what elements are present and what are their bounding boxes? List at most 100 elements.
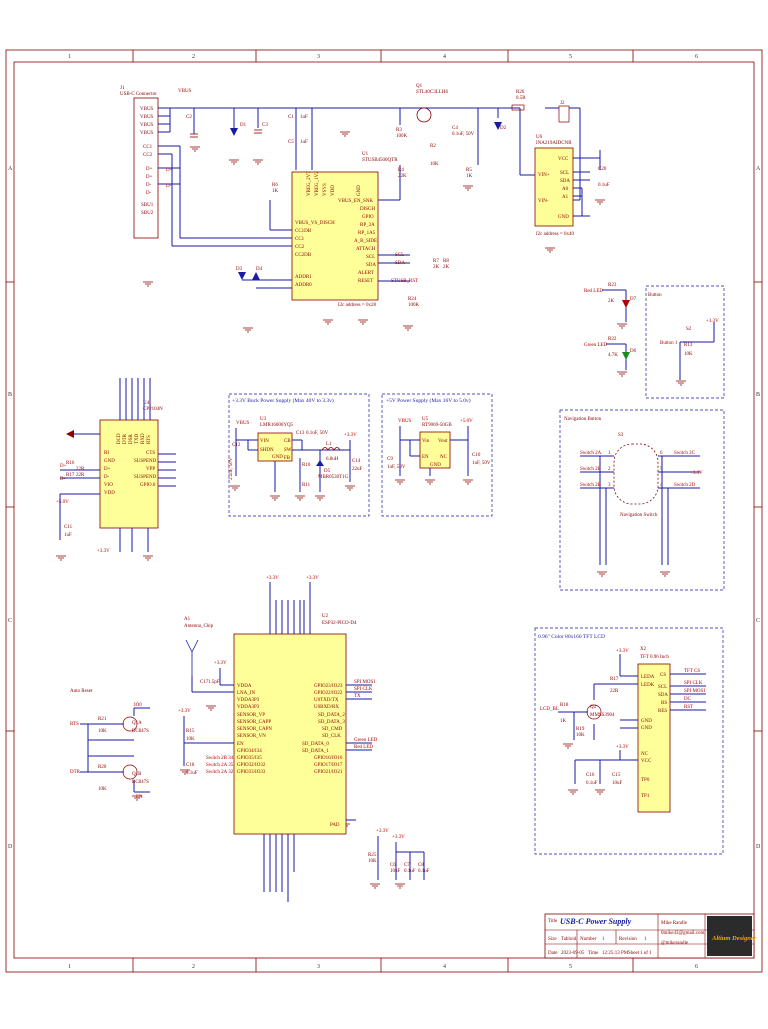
- u4-pin-rxd: RXD: [141, 433, 146, 444]
- r21-value: 10K: [98, 729, 107, 734]
- lcd-section: 0.96" Color 80x160 TFT LCD X2 TFT 0.96 I…: [534, 627, 724, 855]
- c11-label: C11: [64, 525, 73, 530]
- title-block: Title USB-C Power Supply Size Tabloid Nu…: [544, 913, 757, 959]
- button-vcc: +3.3V: [706, 319, 719, 324]
- zone-row-c-right: C: [756, 618, 760, 624]
- j1-ref: J1: [120, 86, 125, 91]
- r24-label: R24: [408, 297, 417, 302]
- j1-pin-b5: CC2: [143, 153, 153, 158]
- j1-pin-a4: VBUS: [140, 107, 154, 112]
- r16-value: 22R: [76, 467, 85, 472]
- x2-pin-tp1: TP1: [641, 794, 650, 799]
- u6-pin-vcc: VCC: [558, 157, 569, 162]
- d4-label: D4: [256, 267, 263, 272]
- u6-pin-vinp: VIN+: [538, 173, 550, 178]
- q1b-transistor: [122, 764, 138, 780]
- a1-ref: A1: [184, 617, 191, 622]
- zone-col-1-top: 1: [68, 54, 71, 60]
- x2-pin-gnd-b: GND: [641, 726, 652, 731]
- u4-pin-dsr: DSR: [129, 434, 134, 444]
- u2-pin-sensor-vn: SENSOR_VN: [237, 734, 266, 739]
- nav-frame: [559, 409, 725, 591]
- nav-net-2d: Switch 2D: [674, 483, 696, 488]
- dplus-net-label: D+: [166, 168, 173, 173]
- size-label: Size: [548, 937, 557, 942]
- nav-pin-6: 6: [660, 451, 663, 456]
- u6-pin-sda: SDA: [560, 179, 570, 184]
- decouple-vcc-net: +3.3V: [392, 835, 405, 840]
- x2-tft-module: [637, 663, 671, 813]
- r2-value: 10K: [430, 162, 439, 167]
- j1-pin-b7: D-: [146, 191, 152, 196]
- zone-col-2-top: 2: [192, 54, 195, 60]
- r22-value: 4.7K: [608, 353, 618, 358]
- nav-switch-label: Navigation Switch: [620, 513, 658, 518]
- u4-dminus-net: D-: [60, 477, 66, 482]
- c6-value: 10uF: [390, 869, 401, 874]
- zone-row-a-left: A: [8, 166, 13, 172]
- u1-top-pins: VREG_2V7 VREG_1V2 VSYS VDD GND: [307, 171, 362, 196]
- u2-esp32-chip: [233, 633, 347, 835]
- ground-symbols: [56, 131, 686, 889]
- d2-diode: [494, 122, 502, 130]
- r26-resistor: [511, 104, 525, 111]
- lcd-net-rst: RST: [684, 705, 693, 710]
- u1-right-pins: VBUS_EN_SNK DISCH GPIO RP_3A RP_1A5 A_B_…: [338, 199, 377, 284]
- u1-pin-cc1db: CC1DB: [295, 229, 312, 234]
- c20-label: C20: [598, 167, 607, 172]
- u2-pin-sensor-capn: SENSOR_CAPN: [237, 727, 272, 732]
- number-value: 1: [602, 937, 605, 942]
- r13-label: R13: [684, 343, 693, 348]
- r16-label: R16: [66, 461, 75, 466]
- u2-pin-gpio21: GPIO21/IO21: [314, 770, 343, 775]
- u4-vcc2-net: +3.3V: [97, 549, 110, 554]
- l1-label: L1: [326, 442, 332, 447]
- decouple-wires: [377, 836, 425, 880]
- u3-pin-fb: FB: [284, 456, 291, 461]
- q1-part: STL40C3LLH6: [416, 90, 448, 95]
- u1-scl-net: SCL: [395, 253, 404, 258]
- zone-col-4-top: 4: [443, 54, 446, 60]
- r6-value: 1K: [272, 189, 279, 194]
- x2-part: TFT 0.96 Inch: [640, 655, 669, 660]
- u1-pin-gnd: GND: [357, 185, 362, 196]
- u1-pin-vbus-vs: VBUS_VS_DISCH: [295, 221, 335, 226]
- r15-vcc-net: +3.3V: [178, 709, 191, 714]
- nav-pin-2: 2: [608, 467, 611, 472]
- zone-row-b-right: B: [756, 392, 760, 398]
- a1-name: Antenna_Chip: [184, 624, 214, 629]
- zone-labels: 1 2 3 4 5 6 1 2 3 4 5 6 A B C D A B C D: [8, 54, 761, 970]
- button-title: Button: [648, 293, 662, 298]
- c8-value: 0.1uF: [418, 869, 430, 874]
- r17-lcd-label: R17: [610, 677, 619, 682]
- u1-pin-vsys: VSYS: [323, 183, 328, 196]
- u5-pin-nc: NC: [440, 455, 448, 460]
- r26-value: 0.5R: [516, 96, 526, 101]
- author-email: 0mike43@gmail.com: [661, 931, 704, 936]
- altium-logo-text: Altium Designer: [711, 935, 757, 942]
- r25-vcc-net: +3.3V: [376, 829, 389, 834]
- u4-pin-suspend-n: SUSPEND: [134, 475, 157, 480]
- u2-pin-gpio34: GPIO34/I34: [237, 749, 262, 754]
- c13-value: 0.1uF, 50V: [306, 431, 329, 436]
- altium-logo: [707, 916, 752, 956]
- j1-pin-a6: D+: [146, 167, 153, 172]
- c9-value: 1uF, 50V: [387, 465, 406, 470]
- q1-label: Q1: [416, 84, 423, 89]
- x2-pin-ledk: LEDK: [641, 683, 655, 688]
- vbus-net-label: VBUS: [178, 89, 192, 94]
- u5-pin-vin: Vin: [422, 439, 430, 444]
- u3-pin-gnd: GND: [272, 455, 283, 460]
- ldo5v-section: +5V Power Supply (Max 16V to 5.0v) U5 RT…: [381, 393, 493, 517]
- r17-lcd-value: 22R: [610, 689, 619, 694]
- buck-title: +3.3V Buck Power Supply (Max 40V to 3.3v…: [232, 397, 334, 404]
- nav-title: Navigation Button: [564, 417, 602, 422]
- u1-pin-vbus-en: VBUS_EN_SNK: [338, 199, 373, 204]
- u2-pin-vdda3p3-b: VDDA3P3: [237, 705, 260, 710]
- c11-value: 1uF: [64, 533, 72, 538]
- r8-value: 2K: [443, 265, 450, 270]
- c17-value: 1.5pF: [208, 680, 220, 685]
- u3-part: LMR16006YQ5: [260, 423, 294, 428]
- date-value: 2023-09-05: [561, 951, 585, 956]
